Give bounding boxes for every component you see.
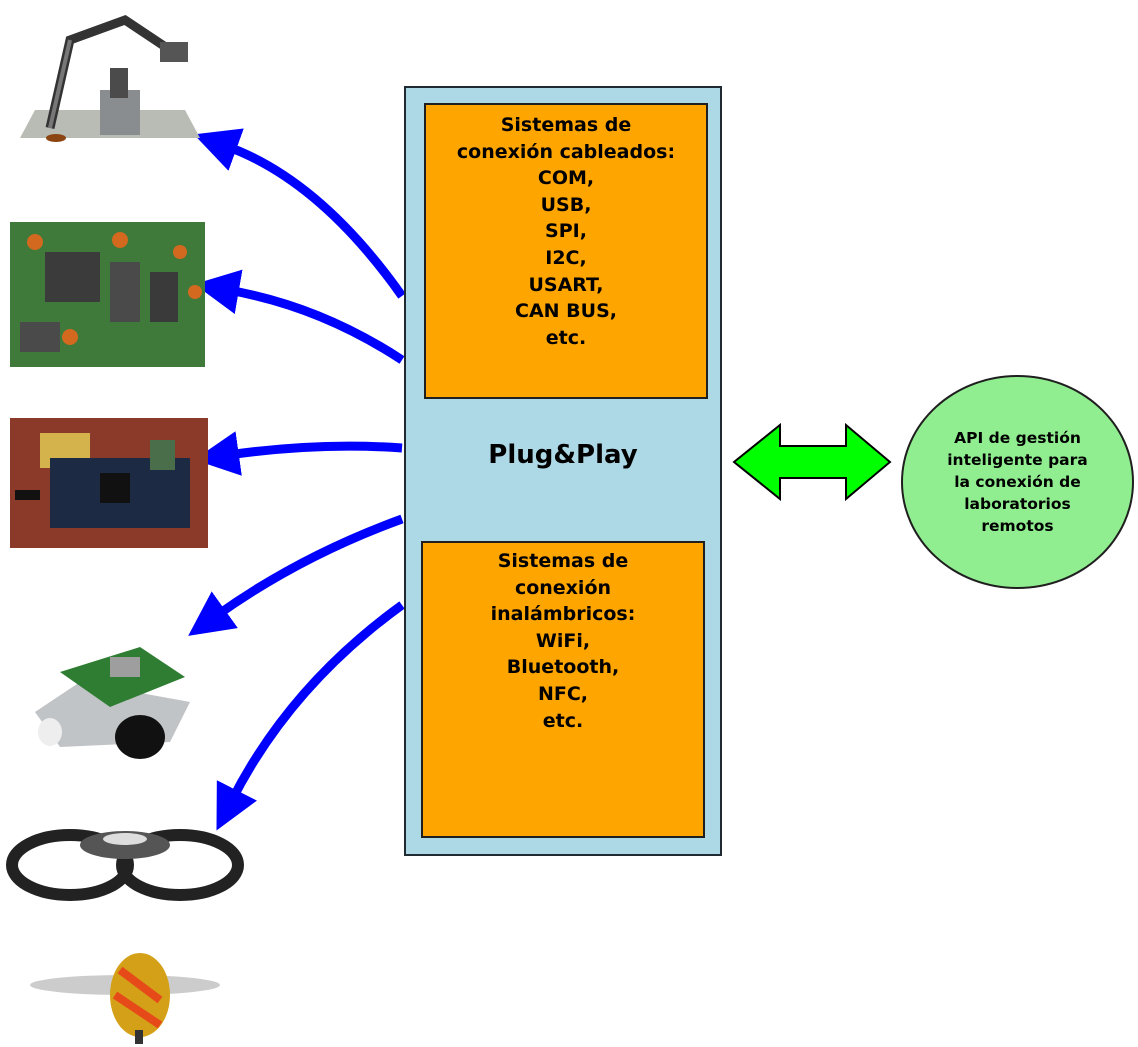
wired-connection-systems-box: Sistemas de conexión cableados: COM, USB… xyxy=(424,103,708,399)
bidirectional-arrow xyxy=(732,422,892,502)
robotic-arm-image xyxy=(10,10,210,150)
arrow-to-drones xyxy=(216,601,405,831)
mini-helicopter-image xyxy=(20,940,230,1045)
api-management-circle: API de gestión inteligente para la conex… xyxy=(901,375,1134,589)
wireless-connection-systems-box: Sistemas de conexión inalámbricos: WiFi,… xyxy=(421,541,705,838)
arrow-to-mobile-robot xyxy=(188,514,404,636)
wireless-line: Sistemas de xyxy=(497,550,629,572)
wired-line: conexión cableados: xyxy=(456,140,676,163)
wireless-line: inalámbricos: xyxy=(490,603,636,626)
api-line: remotos xyxy=(981,517,1054,535)
api-description: API de gestión inteligente para la conex… xyxy=(923,427,1113,537)
plug-and-play-label: Plug&Play xyxy=(488,440,638,470)
wired-line: etc. xyxy=(545,326,587,349)
api-line: la conexión de xyxy=(954,473,1081,491)
wired-line: CAN BUS, xyxy=(515,300,617,323)
wireless-line: WiFi, xyxy=(535,629,591,652)
api-line: API de gestión xyxy=(954,429,1081,447)
arrow-to-circuit-board xyxy=(194,269,405,364)
wired-line: SPI, xyxy=(545,220,587,243)
wired-line: USB, xyxy=(540,193,592,216)
wired-line: Sistemas de xyxy=(500,114,632,136)
wireless-line: conexión xyxy=(514,576,612,599)
wired-line: USART, xyxy=(528,273,604,296)
api-line: inteligente para xyxy=(947,451,1088,469)
arrow-to-robotic-arm xyxy=(193,128,406,299)
wireless-line: etc. xyxy=(542,709,584,732)
fpga-board-image xyxy=(10,418,208,548)
wired-line: COM, xyxy=(537,167,595,190)
circuit-board-image xyxy=(10,222,205,367)
wireless-line: Bluetooth, xyxy=(506,656,620,679)
arrow-to-fpga-board xyxy=(194,431,403,476)
quadcopter-drone-image xyxy=(5,805,245,933)
wired-line: I2C, xyxy=(545,246,587,269)
mobile-robot-image xyxy=(20,622,210,764)
api-line: laboratorios xyxy=(964,495,1071,513)
wireless-line: NFC, xyxy=(537,682,589,705)
